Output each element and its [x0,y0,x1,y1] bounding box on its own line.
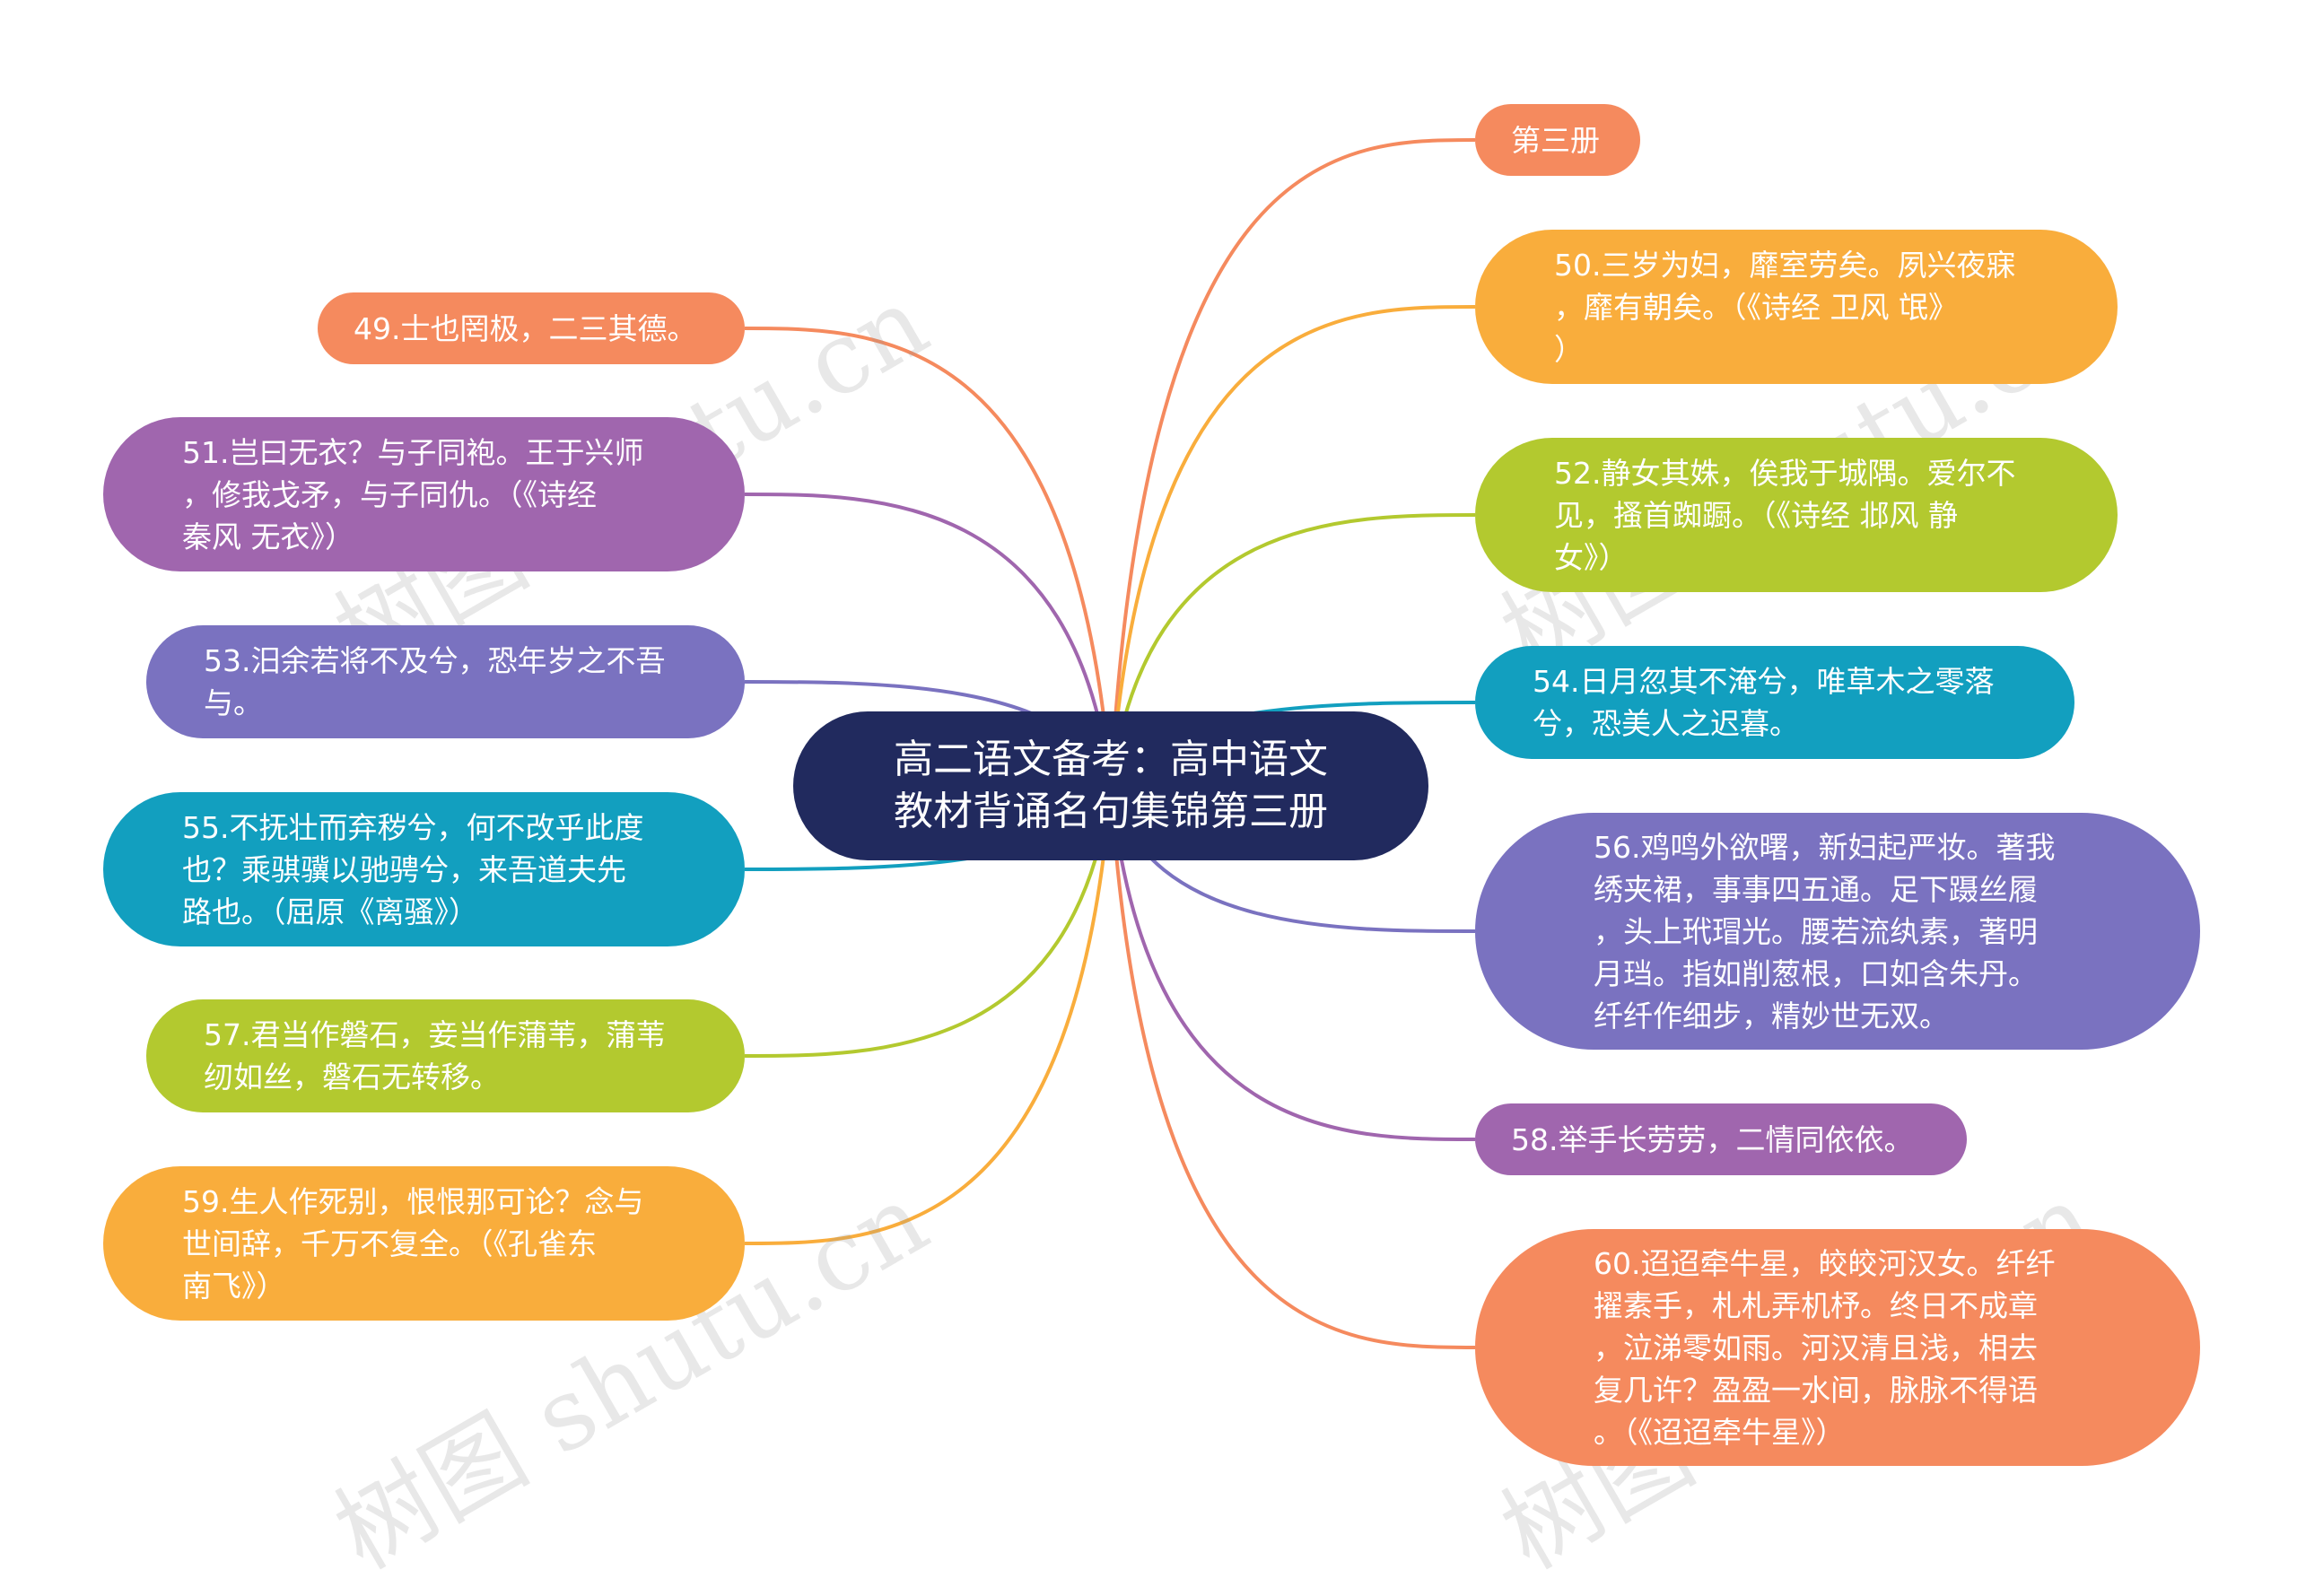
central-topic[interactable]: 高二语文备考：高中语文 教材背诵名句集锦第三册 [793,711,1428,860]
topic-label: 52.静女其姝，俟我于城隅。爱尔不 见，搔首踟蹰。（《诗经 邶风 静 女》） [1554,455,2016,575]
topic-label: 57.君当作磐石，妾当作蒲苇，蒲苇 纫如丝，磐石无转移。 [204,1017,666,1095]
topic-label: 54.日月忽其不淹兮，唯草木之零落 兮，恐美人之迟暮。 [1533,664,1995,741]
topic-56[interactable]: 56.鸡鸣外欲曙，新妇起严妆。著我 绣夹裙，事事四五通。足下蹑丝履 ，头上玳瑁光… [1475,813,2200,1050]
topic-58[interactable]: 58.举手长劳劳，二情同依依。 [1475,1103,1967,1175]
topic-label: 58.举手长劳劳，二情同依依。 [1511,1121,1914,1157]
connector-line [1109,785,1476,1141]
topic-49[interactable]: 49.士也罔极，二三其德。 [318,292,745,364]
topic-label: 56.鸡鸣外欲曙，新妇起严妆。著我 绣夹裙，事事四五通。足下蹑丝履 ，头上玳瑁光… [1594,829,2056,1033]
topic-label: 59.生人作死别，恨恨那可论？念与 世间辞，千万不复全。（《孔雀东 南飞》） [182,1183,644,1304]
topic-57[interactable]: 57.君当作磐石，妾当作蒲苇，蒲苇 纫如丝，磐石无转移。 [146,999,745,1112]
connector-line [1109,785,1476,1349]
topic-label: 53.汨余若将不及兮，恐年岁之不吾 与。 [204,643,666,720]
topic-51[interactable]: 51.岂曰无衣？与子同袍。王于兴师 ，修我戈矛，与子同仇。（《诗经 秦风 无衣》… [103,417,745,571]
topic-label: 55.不抚壮而弃秽兮，何不改乎此度 也？乘骐骥以驰骋兮，来吾道夫先 路也。（屈原… [182,809,644,929]
topic-59[interactable]: 59.生人作死别，恨恨那可论？念与 世间辞，千万不复全。（《孔雀东 南飞》） [103,1166,745,1321]
topic-52[interactable]: 52.静女其姝，俟我于城隅。爱尔不 见，搔首踟蹰。（《诗经 邶风 静 女》） [1475,438,2118,592]
connector-line [744,493,1113,787]
connector-line [1109,138,1476,787]
topic-label: 51.岂曰无衣？与子同袍。王于兴师 ，修我戈矛，与子同仇。（《诗经 秦风 无衣》… [182,434,644,554]
topic-label: 50.三岁为妇，靡室劳矣。夙兴夜寐 ，靡有朝矣。（《诗经 卫风 氓》 ） [1554,247,2016,367]
topic-54[interactable]: 54.日月忽其不淹兮，唯草木之零落 兮，恐美人之迟暮。 [1475,646,2074,759]
topic-label: 60.迢迢牵牛星，皎皎河汉女。纤纤 擢素手，札札弄机杼。终日不成章 ，泣涕零如雨… [1594,1245,2056,1450]
connector-line [1109,305,1476,787]
connector-line [1109,513,1476,787]
topic-label: 49.士也罔极，二三其德。 [354,310,697,346]
topic-53[interactable]: 53.汨余若将不及兮，恐年岁之不吾 与。 [146,625,745,738]
topic-55[interactable]: 55.不抚壮而弃秽兮，何不改乎此度 也？乘骐骥以驰骋兮，来吾道夫先 路也。（屈原… [103,792,745,946]
topic-section[interactable]: 第三册 [1475,104,1640,176]
connector-line [744,785,1113,1058]
topic-50[interactable]: 50.三岁为妇，靡室劳矣。夙兴夜寐 ，靡有朝矣。（《诗经 卫风 氓》 ） [1475,230,2118,384]
topic-label: 第三册 [1511,122,1600,158]
connector-line [744,785,1113,1245]
central-topic-label: 高二语文备考：高中语文 教材背诵名句集锦第三册 [894,737,1328,834]
topic-60[interactable]: 60.迢迢牵牛星，皎皎河汉女。纤纤 擢素手，札札弄机杼。终日不成章 ，泣涕零如雨… [1475,1229,2200,1466]
connector-line [744,327,1113,787]
